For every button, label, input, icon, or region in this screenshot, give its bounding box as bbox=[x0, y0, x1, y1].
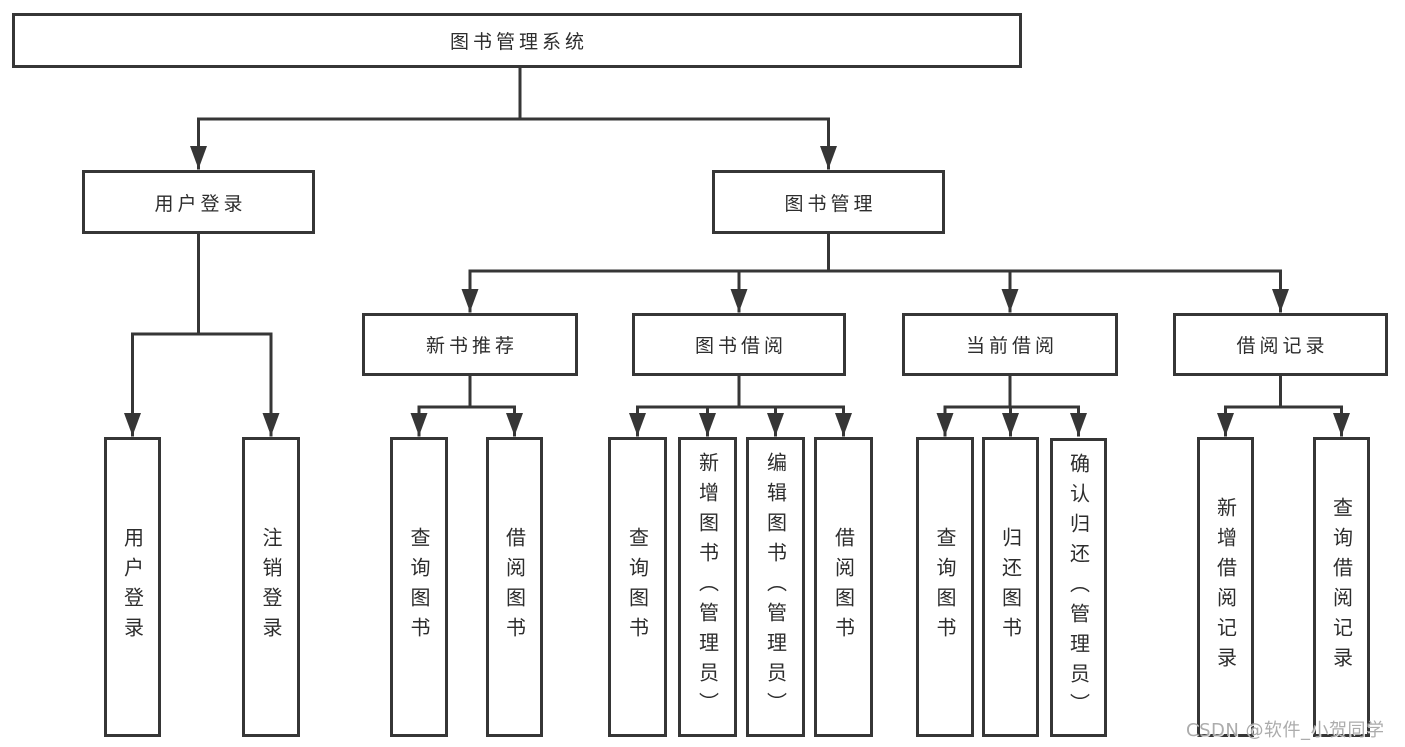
node-label: 查询图书 bbox=[933, 527, 957, 647]
leaf-user-login: 用户登录 bbox=[104, 437, 161, 737]
node-current-borrow: 当前借阅 bbox=[902, 313, 1118, 376]
node-label: 新增图书（管理员） bbox=[695, 452, 720, 722]
leaf-logout: 注销登录 bbox=[242, 437, 300, 737]
node-label: 当前借阅 bbox=[965, 335, 1058, 357]
node-new-book-recommend: 新书推荐 bbox=[362, 313, 578, 376]
connector-book-mgmt-children bbox=[461, 232, 1289, 313]
connector-current-borrow-children bbox=[936, 374, 1087, 437]
node-label: 用户登录 bbox=[154, 192, 247, 215]
node-label: 归还图书 bbox=[998, 527, 1023, 647]
node-label: 借阅图书 bbox=[502, 527, 527, 647]
node-label: 借阅记录 bbox=[1236, 335, 1329, 357]
node-label: 图书管理 bbox=[784, 192, 877, 215]
leaf-br-add-record: 新增借阅记录 bbox=[1197, 437, 1254, 737]
connector-book-borrow-children bbox=[629, 374, 852, 437]
connector-root-to-level1 bbox=[190, 66, 837, 170]
leaf-br-query-record: 查询借阅记录 bbox=[1313, 437, 1370, 737]
node-label: 查询借阅记录 bbox=[1329, 497, 1354, 677]
node-label: 查询图书 bbox=[407, 527, 431, 647]
connector-borrow-record-children bbox=[1217, 374, 1350, 437]
node-label: 注销登录 bbox=[259, 527, 283, 647]
leaf-bb-query-book: 查询图书 bbox=[608, 437, 667, 737]
leaf-cb-confirm-return-admin: 确认归还（管理员） bbox=[1050, 438, 1107, 737]
node-label: 编辑图书（管理员） bbox=[763, 452, 788, 722]
node-label: 查询图书 bbox=[625, 527, 650, 647]
node-label: 用户登录 bbox=[120, 527, 145, 647]
leaf-nb-borrow-book: 借阅图书 bbox=[486, 437, 543, 737]
leaf-cb-return-book: 归还图书 bbox=[982, 437, 1039, 737]
connector-user-login-children bbox=[124, 232, 280, 437]
leaf-nb-query-book: 查询图书 bbox=[390, 437, 448, 737]
node-label: 新书推荐 bbox=[425, 335, 518, 357]
node-label: 新增借阅记录 bbox=[1213, 497, 1238, 677]
leaf-bb-edit-book-admin: 编辑图书（管理员） bbox=[746, 437, 805, 737]
node-root-system: 图书管理系统 bbox=[12, 13, 1022, 68]
node-book-mgmt: 图书管理 bbox=[712, 170, 945, 234]
node-book-borrow: 图书借阅 bbox=[632, 313, 846, 376]
node-user-login: 用户登录 bbox=[82, 170, 315, 234]
connector-new-book-children bbox=[410, 374, 523, 437]
node-borrow-record: 借阅记录 bbox=[1173, 313, 1388, 376]
leaf-bb-add-book-admin: 新增图书（管理员） bbox=[678, 437, 737, 737]
node-label: 借阅图书 bbox=[831, 527, 856, 647]
leaf-cb-query-book: 查询图书 bbox=[916, 437, 974, 737]
leaf-bb-borrow-book: 借阅图书 bbox=[814, 437, 873, 737]
node-label: 确认归还（管理员） bbox=[1066, 452, 1091, 723]
node-label: 图书借阅 bbox=[694, 335, 787, 357]
csdn-watermark: CSDN @软件_小贺同学 bbox=[1186, 720, 1385, 741]
node-label: 图书管理系统 bbox=[449, 31, 588, 53]
